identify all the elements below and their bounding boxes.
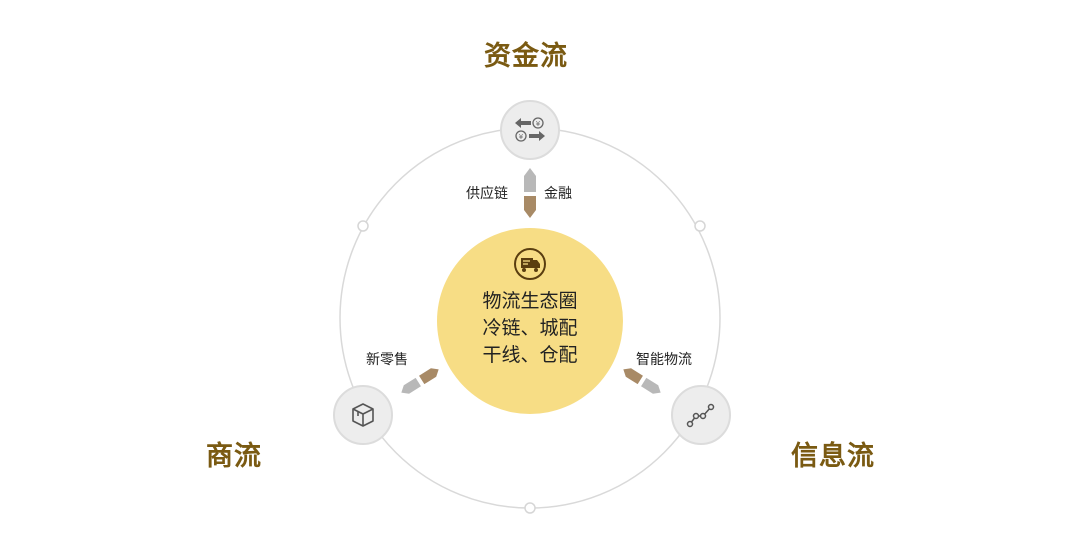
label-new-retail: 新零售 [366,352,408,368]
title-capital-flow: 资金流 [484,41,568,72]
svg-text:¥: ¥ [536,120,541,128]
node-information-flow [671,385,731,445]
top-link-arrow [524,168,536,218]
center-line-2: 冷链、城配 [482,317,578,339]
title-information-flow: 信息流 [791,441,875,472]
label-finance: 金融 [544,186,572,202]
currency-exchange-icon: ¥ ¥ [515,117,545,142]
left-link-arrow [401,368,439,394]
center-line-1: 物流生态圈 [482,290,578,312]
label-smart-logistics: 智能物流 [636,352,692,368]
label-supply-chain: 供应链 [466,186,508,202]
center-logistics-ecosystem: 物流生态圈 冷链、城配 干线、仓配 [437,228,623,414]
line-chart-icon [686,403,715,428]
right-link-arrow [623,368,661,394]
svg-text:¥: ¥ [519,133,524,141]
title-commerce-flow: 商流 [206,441,262,472]
node-capital-flow: ¥ ¥ [500,100,560,160]
node-commerce-flow [333,385,393,445]
center-line-3: 干线、仓配 [482,344,578,366]
package-box-icon [352,403,374,427]
delivery-truck-icon [514,248,546,280]
